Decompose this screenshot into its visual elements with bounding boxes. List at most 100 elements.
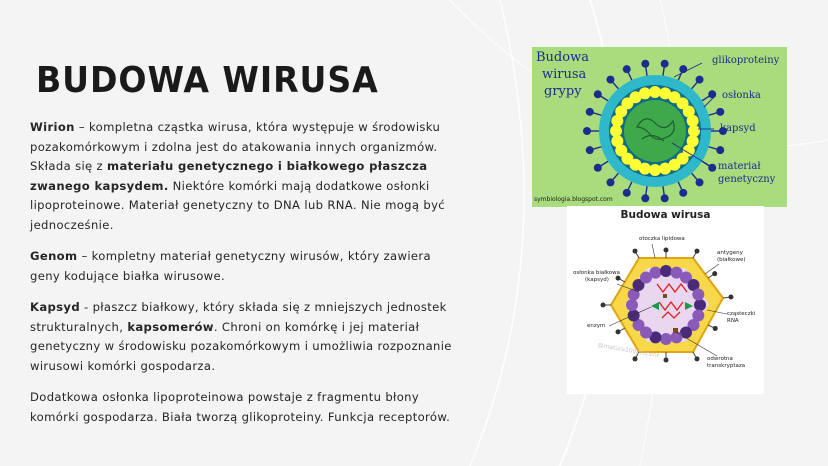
capsomer-bead xyxy=(694,299,706,311)
capsomer xyxy=(682,105,695,118)
bold-phrase: materiału genetycznego i białkowego płas… xyxy=(30,159,428,193)
influenza-virus-figure: Budowa wirusa grypy glikoproteiny osłonk… xyxy=(532,47,787,207)
antigen-head xyxy=(712,271,718,277)
paragraph-text: . Chroni on komórkę i jej materiał genet… xyxy=(30,319,452,373)
antigen-head xyxy=(615,275,621,281)
glycoprotein-head xyxy=(593,163,602,172)
paragraph-genom: Genom – kompletny materiał genetyczny wi… xyxy=(30,247,460,286)
capsomer xyxy=(615,105,628,118)
figure1-title-line: wirusa xyxy=(542,67,587,82)
capsomer xyxy=(668,158,681,171)
capsomer xyxy=(659,87,672,100)
label-line: osłonka białkowa xyxy=(573,270,621,276)
label-kapsyd: kapsyd xyxy=(720,123,756,134)
capsomer-bead xyxy=(670,331,683,344)
label-czasteczki-rna: cząsteczki RNA xyxy=(727,311,756,324)
capsomer xyxy=(615,144,628,157)
term-genom: Genom xyxy=(30,249,78,263)
antigen-head xyxy=(712,325,718,331)
label-material-genetyczny: materiał genetyczny xyxy=(718,160,775,186)
capsomer-bead xyxy=(640,271,653,284)
capsomer-bead xyxy=(627,288,640,301)
capsomer xyxy=(649,164,661,176)
term-kapsomery: kapsomerów xyxy=(127,319,214,334)
capsomer xyxy=(649,86,661,98)
capsomer xyxy=(610,125,622,137)
capsomer-bead xyxy=(640,326,653,339)
glycoprotein-head xyxy=(622,188,631,197)
capsomer xyxy=(629,158,642,171)
capsomer-bead xyxy=(692,309,705,322)
label-line: genetyczny xyxy=(718,174,776,185)
antigen-head xyxy=(615,329,621,335)
paragraph-text: Dodatkowa osłonka lipoproteinowa powstaj… xyxy=(30,390,451,424)
capsomer-bead xyxy=(627,309,640,322)
paragraph-wirion: Wirion – kompletna cząstka wirusa, która… xyxy=(30,118,460,235)
capsomer-bead xyxy=(687,318,700,331)
capsomer xyxy=(611,114,624,127)
paragraph-text: – kompletny materiał genetyczny wirusów,… xyxy=(30,249,431,283)
glycoprotein-head xyxy=(708,90,717,99)
term-wirion: Wirion xyxy=(30,120,75,134)
capsomer xyxy=(621,97,634,110)
antigen-head xyxy=(632,356,638,362)
capsomer xyxy=(682,144,695,157)
capsomer xyxy=(668,91,681,104)
term-kapsyd: Kapsyd xyxy=(30,300,80,314)
glycoprotein-head xyxy=(695,178,704,187)
antigen-head xyxy=(632,248,638,254)
paragraph-oslonka: Dodatkowa osłonka lipoproteinowa powstaj… xyxy=(30,388,460,427)
capsomer xyxy=(621,152,634,165)
glycoprotein-head xyxy=(585,107,594,116)
glycoprotein-head xyxy=(606,75,615,84)
glycoprotein-head xyxy=(716,107,725,116)
glycoprotein-spikes xyxy=(583,59,727,203)
capsomer-bead xyxy=(692,288,705,301)
capsomer-bead xyxy=(660,333,672,345)
capsomer xyxy=(659,162,672,175)
glycoprotein-head xyxy=(660,194,669,203)
capsomer xyxy=(676,152,689,165)
capsomer-bead xyxy=(649,266,662,279)
label-line: (białkowe) xyxy=(717,256,746,263)
glycoprotein-head xyxy=(583,127,591,135)
reverse-transcriptase-marker xyxy=(673,328,678,333)
reverse-transcriptase-marker xyxy=(663,294,667,298)
label-line: transkryptaza xyxy=(707,362,746,369)
capsomer xyxy=(688,125,700,137)
capsomer-bead xyxy=(632,279,645,292)
label-line: (kapsyd) xyxy=(585,276,609,283)
glycoprotein-head xyxy=(716,146,725,155)
paragraph-text: – kompletna cząstka wirusa, która występ… xyxy=(30,120,441,173)
slide-title: BUDOWA WIRUSA xyxy=(36,60,379,101)
label-line: antygeny xyxy=(717,250,743,256)
figure1-title: Budowa wirusa grypy xyxy=(536,49,589,100)
glycoprotein-head xyxy=(641,59,650,68)
label-glikoproteiny: glikoproteiny xyxy=(712,55,780,66)
antigen-head xyxy=(694,248,700,254)
antigen-head xyxy=(728,294,734,300)
genetic-material xyxy=(635,118,675,142)
glycoprotein-head xyxy=(585,146,594,155)
label-oslonka: osłonka xyxy=(722,90,761,101)
figure2-title: Budowa wirusa xyxy=(620,209,711,221)
glycoprotein-head xyxy=(660,59,669,68)
capsomer xyxy=(611,135,624,148)
capsomer xyxy=(686,135,699,148)
glycoprotein-head xyxy=(719,127,727,135)
enzyme-marker xyxy=(651,302,659,310)
antigen-head xyxy=(600,302,606,308)
capsomer-bead xyxy=(687,279,700,292)
capsomer-bead xyxy=(679,326,692,339)
paragraph-text: - płaszcz białkowy, który składa się z m… xyxy=(30,300,447,334)
capsomer-ring xyxy=(610,86,700,176)
glycoprotein-head xyxy=(695,75,704,84)
glycoprotein-head xyxy=(641,194,650,203)
virus-structure-figure: Budowa wirusa otoczka lipidowa antygeny xyxy=(567,206,764,394)
label-line: materiał xyxy=(718,161,761,172)
label-odwrotna-transkryptaza: odwrotna transkryptaza xyxy=(707,356,745,369)
paragraph-kapsyd: Kapsyd - płaszcz białkowy, który składa … xyxy=(30,298,460,376)
capsid-beads xyxy=(626,265,706,345)
capsomer-bead xyxy=(632,318,645,331)
